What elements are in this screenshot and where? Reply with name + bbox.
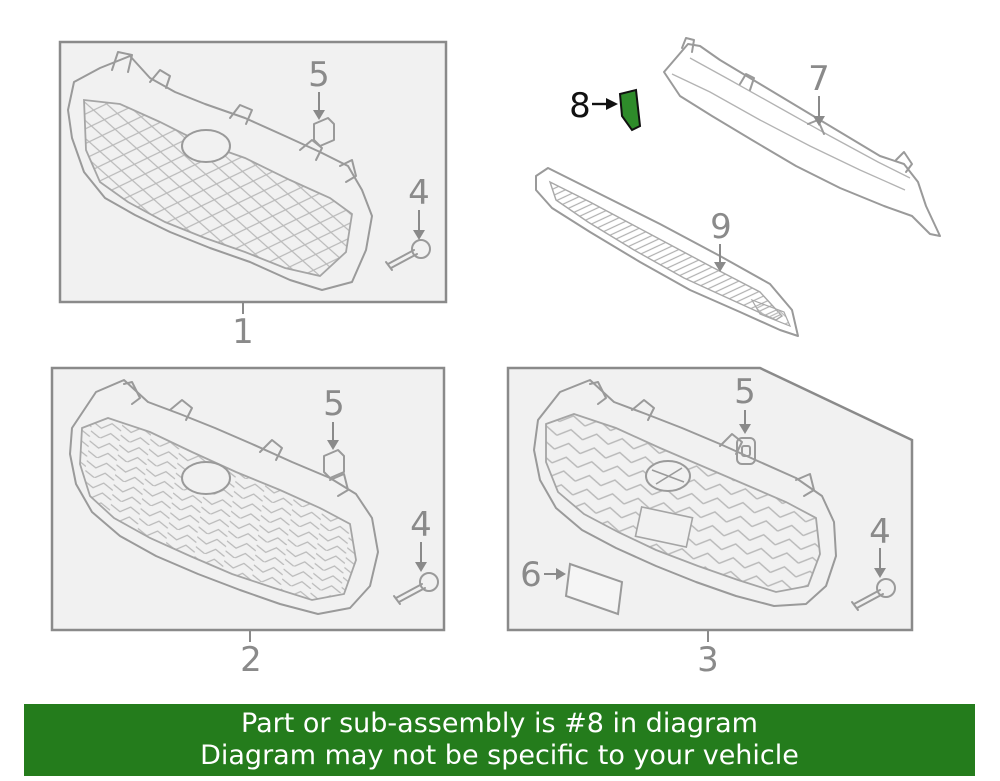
parts-diagram: 5 4 1 5 4 2 [50, 37, 941, 680]
clip-5-c-drawing [736, 410, 756, 465]
emblem-plate-6-drawing [544, 562, 624, 616]
grille-assembly-3-drawing [533, 379, 837, 607]
assembly-3-panel: 5 6 4 3 [506, 366, 914, 680]
lower-grille-9-drawing: 9 [535, 167, 799, 337]
callout-5-b: 5 [323, 384, 345, 424]
callout-3: 3 [697, 640, 719, 680]
clip-5-b-drawing [323, 422, 345, 479]
callout-9: 9 [710, 207, 732, 247]
bolt-4-c-drawing [851, 548, 896, 611]
callout-1: 1 [232, 312, 254, 352]
banner-line-2: Diagram may not be specific to your vehi… [200, 740, 799, 771]
grille-assembly-2-drawing [69, 379, 379, 615]
info-banner: Part or sub-assembly is #8 in diagram Di… [24, 704, 975, 776]
callout-5-c: 5 [734, 372, 756, 412]
assembly-1-panel: 5 4 1 [58, 40, 448, 352]
bolt-4-a-drawing [385, 210, 431, 271]
callout-4-c: 4 [869, 512, 891, 552]
bolt-4-b-drawing [393, 542, 439, 605]
upper-molding-7-drawing: 7 [663, 37, 941, 237]
highlighted-part-8[interactable]: 8 [569, 86, 642, 132]
callout-4-a: 4 [408, 173, 430, 213]
callout-6: 6 [520, 555, 542, 595]
callout-2: 2 [240, 640, 262, 680]
assembly-2-panel: 5 4 2 [50, 366, 446, 680]
banner-line-1: Part or sub-assembly is #8 in diagram [241, 708, 758, 739]
callout-5-a: 5 [308, 55, 330, 95]
callout-7: 7 [808, 59, 830, 99]
callout-4-b: 4 [410, 505, 432, 545]
callout-8: 8 [569, 86, 591, 126]
clip-5-a-drawing [313, 92, 335, 147]
